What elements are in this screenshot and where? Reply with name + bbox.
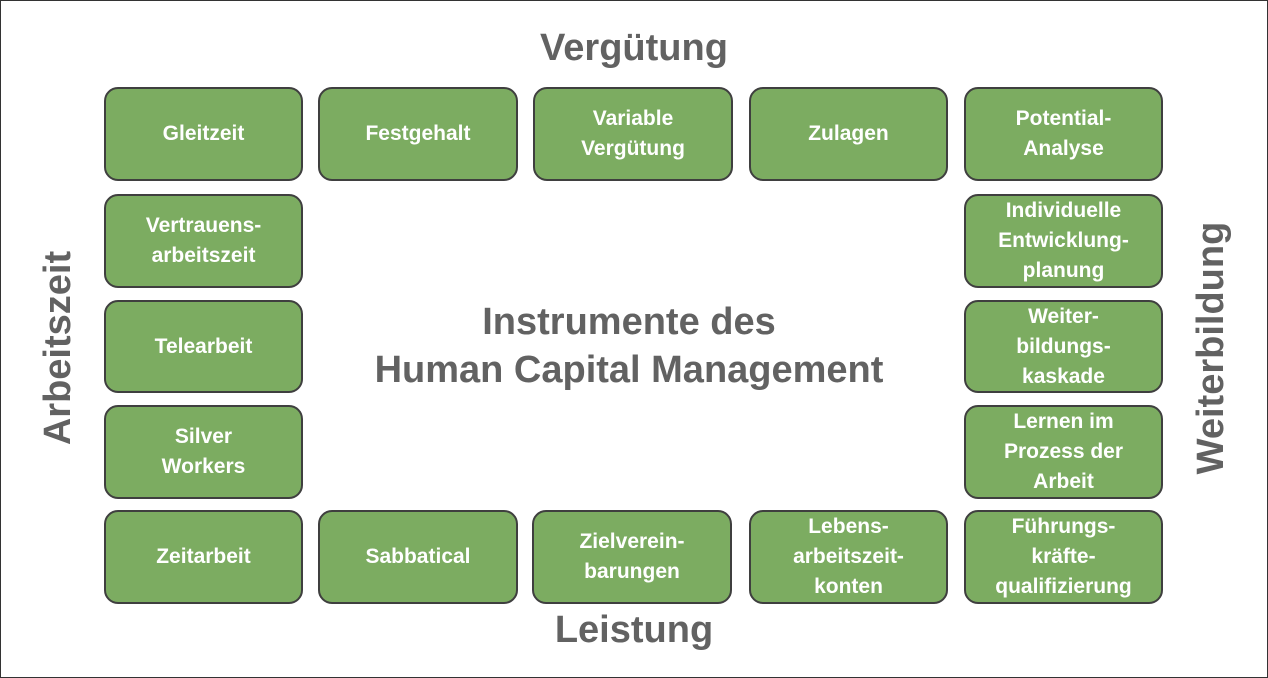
box-sabbatical: Sabbatical (318, 510, 518, 604)
box-zielvereinbarungen: Zielverein- barungen (532, 510, 732, 604)
category-label-weiterbildung: Weiterbildung (1190, 221, 1232, 475)
box-individuelle-entwicklungsplanung: Individuelle Entwicklung- planung (964, 194, 1163, 288)
category-label-leistung: Leistung (554, 609, 714, 651)
box-gleitzeit: Gleitzeit (104, 87, 303, 181)
box-variable-verguetung: Variable Vergütung (533, 87, 733, 181)
box-silver-workers: Silver Workers (104, 405, 303, 499)
box-potential-analyse: Potential- Analyse (964, 87, 1163, 181)
box-telearbeit: Telearbeit (104, 300, 303, 393)
box-festgehalt: Festgehalt (318, 87, 518, 181)
box-vertrauensarbeitszeit: Vertrauens- arbeitszeit (104, 194, 303, 288)
category-label-arbeitszeit: Arbeitszeit (37, 250, 79, 446)
box-lebensarbeitszeitkonten: Lebens- arbeitszeit- konten (749, 510, 948, 604)
box-zeitarbeit: Zeitarbeit (104, 510, 303, 604)
box-weiterbildungskaskade: Weiter- bildungs- kaskade (964, 300, 1163, 393)
diagram-title-line-2: Human Capital Management (374, 349, 884, 391)
box-lernen-im-prozess: Lernen im Prozess der Arbeit (964, 405, 1163, 499)
box-zulagen: Zulagen (749, 87, 948, 181)
box-fuehrungskraeftequalifizierung: Führungs- kräfte- qualifizierung (964, 510, 1163, 604)
category-label-verguetung: Vergütung (540, 27, 728, 69)
diagram-title-line-1: Instrumente des (482, 301, 776, 343)
